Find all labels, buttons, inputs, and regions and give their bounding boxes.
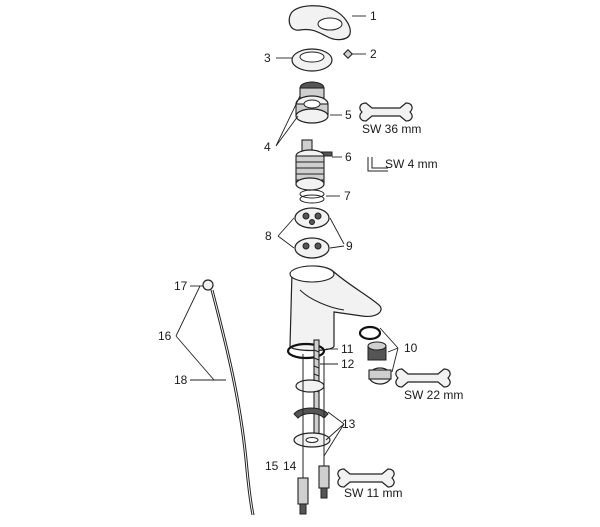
tool-label-sw36: SW 36 mm — [362, 122, 421, 136]
part-6-cartridge — [295, 139, 333, 191]
part-14-15-supply-hoses — [297, 354, 330, 515]
callout-12: 12 — [341, 357, 355, 371]
leader-lines — [175, 15, 399, 457]
callout-16: 16 — [158, 329, 172, 343]
tool-label-sw22: SW 22 mm — [404, 388, 463, 402]
part-1-lever-handle — [288, 5, 351, 41]
faucet-body — [289, 265, 382, 352]
callout-11: 11 — [341, 342, 354, 356]
part-7-o-rings — [299, 189, 325, 204]
callout-13: 13 — [342, 417, 356, 431]
callout-6: 6 — [345, 150, 352, 164]
allen-key-sw4-icon — [367, 157, 388, 172]
callout-3: 3 — [264, 51, 271, 65]
part-2-small-screw — [342, 48, 354, 60]
part-3-cap-ring — [291, 48, 333, 72]
callout-5: 5 — [345, 108, 352, 122]
callout-10: 10 — [404, 341, 418, 355]
tool-label-sw4: SW 4 mm — [385, 157, 438, 171]
tool-label-sw11: SW 11 mm — [344, 486, 402, 500]
part-4-5-threaded-nut — [295, 81, 329, 124]
callout-1: 1 — [370, 9, 377, 23]
part-9-ceramic-discs — [294, 207, 330, 259]
callout-2: 2 — [370, 47, 377, 61]
callout-8: 8 — [265, 229, 272, 243]
callout-17: 17 — [174, 279, 188, 293]
callout-9: 9 — [346, 239, 353, 253]
part-10-aerator — [358, 325, 392, 385]
callout-7: 7 — [344, 189, 351, 203]
callout-15: 15 — [265, 459, 279, 473]
wrench-sw22-icon — [395, 368, 451, 388]
callout-18: 18 — [174, 373, 188, 387]
part-11-gasket — [286, 342, 326, 360]
wrench-sw36-icon — [359, 102, 413, 122]
part-16-18-popup-rod — [202, 279, 255, 516]
callout-4: 4 — [264, 140, 271, 154]
wrench-sw11-icon — [337, 468, 395, 488]
callout-14: 14 — [283, 459, 297, 473]
part-13-mounting-hardware — [293, 379, 331, 448]
